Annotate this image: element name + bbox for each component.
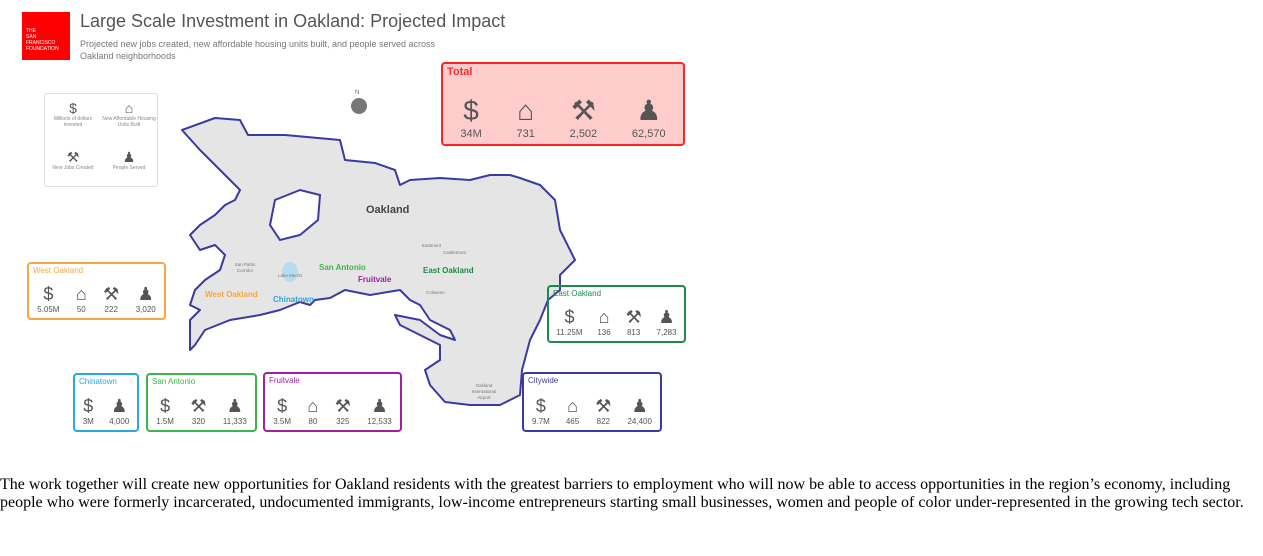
map-label-fruitvale: Fruitvale [358,275,392,284]
people-value: 7,283 [656,328,677,337]
dollars-value: 5.05M [37,305,60,314]
housing-value: 50 [76,305,86,314]
hammer-icon: ⚒ [190,396,207,416]
dollar-icon: $ [463,95,479,126]
person-icon: ♟ [636,95,662,126]
jobs-value: 813 [626,328,641,337]
hammer-icon: ⚒ [625,307,642,327]
person-icon: ♟ [658,307,675,327]
person-icon: ♟ [371,396,388,416]
jobs-value: 320 [191,417,206,426]
legend: $Millions of dollars invested ⌂New Affor… [44,93,158,187]
hammer-icon: ⚒ [334,396,351,416]
page-subtitle: Projected new jobs created, new affordab… [80,39,436,61]
legend-item: $Millions of dollars invested [45,94,101,143]
dollars-value: 3M [82,417,94,426]
page-title: Large Scale Investment in Oakland: Proje… [80,11,506,31]
jobs-value: 325 [336,417,350,426]
people-value: 62,570 [631,128,666,140]
dollars-value: 11.25M [556,328,583,337]
east-oakland-box: East Oakland $11.25M ⌂136 ⚒813 ♟7,283 [547,285,686,343]
person-icon: ♟ [137,284,154,304]
box-title: Chinatown [79,377,117,386]
person-icon: ♟ [226,396,243,416]
compass-label: N [355,90,360,96]
total-box: Total $34M ⌂ 731 ⚒ 2,502 ♟ 62,570 [441,62,685,146]
box-title: San Antonio [152,377,196,386]
box-title: Total [447,66,473,78]
place-label: Coliseum [426,290,445,295]
dollars-value: 34M [460,128,482,140]
hammer-icon: ⚒ [595,396,612,416]
city-label: Oakland [366,204,410,216]
person-icon: ♟ [111,396,128,416]
map-label-chinatown: Chinatown [273,295,314,304]
oakland-outline [181,117,576,406]
legend-item: ⚒New Jobs Created [45,143,101,186]
housing-value: 80 [308,417,318,426]
house-icon: ⌂ [307,396,319,416]
lake-merritt [282,262,298,282]
hammer-icon: ⚒ [103,284,120,304]
jobs-value: 2,502 [569,128,598,140]
people-value: 3,020 [135,305,156,314]
compass-icon [351,98,367,114]
hammer-icon: ⚒ [66,149,80,165]
map-label-east-oakland: East Oakland [423,266,474,275]
dollar-icon: $ [535,396,546,416]
place-label: Eastmont [422,243,442,248]
dollar-icon: $ [160,396,171,416]
oakland-map [181,117,576,406]
chinatown-box: Chinatown $3M ♟4,000 [73,373,139,432]
map-label-west-oakland: West Oakland [205,290,258,299]
housing-value: 465 [565,417,580,426]
legend-item: ⌂New Affordable Housing Units Built [102,100,156,128]
san-antonio-box: San Antonio $1.5M ⚒320 ♟11,333 [146,373,257,432]
citywide-box: Citywide $9.7M ⌂465 ⚒822 ♟24,400 [522,372,662,432]
legend-item: ♟People Served [101,143,157,186]
person-icon: ♟ [122,149,136,165]
dollar-icon: $ [43,284,54,304]
dollar-icon: $ [83,396,94,416]
place-label: San Pablo Corridor [234,262,256,273]
body-paragraph: The work together will create new opport… [0,476,1244,511]
dollar-icon: $ [564,307,575,327]
dollars-value: 3.5M [273,417,291,426]
housing-value: 136 [597,328,611,337]
hammer-icon: ⚒ [570,95,596,126]
place-label: Oakland International Airport [471,383,497,400]
house-icon: ⌂ [517,95,535,126]
inner-outline [268,188,322,242]
housing-value: 731 [516,128,535,140]
house-icon: ⌂ [75,284,87,304]
house-icon: ⌂ [124,100,134,116]
place-label: Lake Merritt [278,273,302,278]
west-oakland-box: West Oakland $5.05M ⌂50 ⚒222 ♟3,020 [27,262,166,320]
box-title: Fruitvale [269,376,300,385]
fruitvale-box: Fruitvale $3.5M ⌂80 ⚒325 ♟12,533 [263,372,402,432]
dollar-icon: $ [277,396,288,416]
box-title: East Oakland [553,289,602,298]
dollars-value: 9.7M [532,417,550,426]
dollar-icon: $ [69,100,77,116]
house-icon: ⌂ [598,307,610,327]
dollars-value: 1.5M [156,417,174,426]
box-title: West Oakland [33,266,84,275]
jobs-value: 222 [104,305,118,314]
jobs-value: 822 [596,417,611,426]
people-value: 12,533 [367,417,392,426]
place-label: Castlemont [443,250,466,255]
person-icon: ♟ [631,396,648,416]
map-label-san-antonio: San Antonio [319,263,366,272]
people-value: 4,000 [109,417,130,426]
box-title: Citywide [528,376,559,385]
people-value: 11,333 [222,417,247,426]
people-value: 24,400 [627,417,652,426]
house-icon: ⌂ [567,396,578,416]
